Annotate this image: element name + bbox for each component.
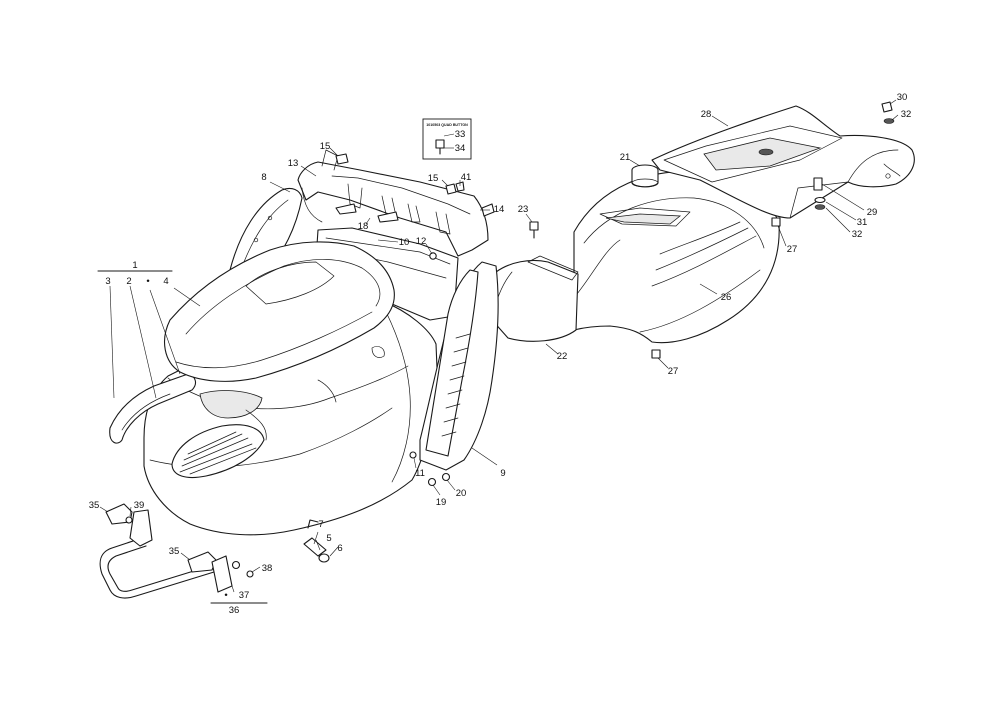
part-grille xyxy=(171,424,265,479)
callout-23: 23 xyxy=(518,204,529,215)
callout-15a: 15 xyxy=(320,141,331,152)
leader-lines xyxy=(99,99,899,593)
callout-36: 36 xyxy=(229,605,240,616)
callout-9: 9 xyxy=(500,468,505,479)
callout-10: 10 xyxy=(399,237,410,248)
inset-caption: 1010503 QUAD BUTTON xyxy=(426,123,468,127)
callout-13: 13 xyxy=(288,158,299,169)
callout-19: 19 xyxy=(436,497,447,508)
callout-38: 38 xyxy=(262,563,273,574)
bullet-1: • xyxy=(146,276,149,287)
callout-18: 18 xyxy=(358,221,369,232)
part-hardware xyxy=(125,101,895,578)
callout-11: 11 xyxy=(415,468,425,479)
callout-32a: 32 xyxy=(901,109,912,120)
callout-37: 37 xyxy=(239,590,250,601)
part-front-bumper-36 xyxy=(99,503,233,599)
callout-21: 21 xyxy=(620,152,631,163)
callout-32b: 32 xyxy=(852,229,863,240)
callout-35b: 35 xyxy=(169,546,180,557)
callout-15b: 15 xyxy=(428,173,439,184)
part-rear-body-26 xyxy=(571,170,780,344)
callout-7: 7 xyxy=(318,519,323,530)
callout-2: 2 xyxy=(126,276,131,287)
callout-numbers: 1 2 3 • 4 5 6 7 8 9 10 11 12 13 14 15 15… xyxy=(89,92,912,616)
callout-5: 5 xyxy=(326,533,331,544)
callout-6: 6 xyxy=(337,543,342,554)
callout-30: 30 xyxy=(897,92,908,103)
callout-27b: 27 xyxy=(668,366,679,377)
callout-14: 14 xyxy=(494,204,505,215)
callout-1: 1 xyxy=(132,260,137,271)
callout-4: 4 xyxy=(163,276,168,287)
group-bars xyxy=(97,270,268,604)
part-fuel-cap-21 xyxy=(631,164,659,188)
callout-29: 29 xyxy=(867,207,878,218)
callout-31: 31 xyxy=(857,217,868,228)
bullet-36: • xyxy=(224,590,227,601)
callout-27a: 27 xyxy=(787,244,798,255)
callout-22: 22 xyxy=(557,351,568,362)
part-rear-cover-28 xyxy=(651,105,915,219)
callout-39: 39 xyxy=(134,500,145,511)
callout-20: 20 xyxy=(456,488,467,499)
callout-26: 26 xyxy=(721,292,732,303)
callout-8: 8 xyxy=(261,172,266,183)
callout-34: 34 xyxy=(455,143,466,154)
inset-quad-button: 1010503 QUAD BUTTON xyxy=(422,118,472,160)
callout-3: 3 xyxy=(105,276,110,287)
callout-28: 28 xyxy=(701,109,712,120)
callout-35a: 35 xyxy=(89,500,100,511)
part-side-panel-9 xyxy=(419,261,499,471)
callout-33: 33 xyxy=(455,129,466,140)
callout-41: 41 xyxy=(461,172,472,183)
part-hood-strip xyxy=(109,373,197,444)
part-dash-frame-13 xyxy=(297,149,489,257)
part-tunnel-22 xyxy=(491,255,579,342)
callout-12: 12 xyxy=(416,236,427,247)
part-hood-4 xyxy=(164,241,395,382)
